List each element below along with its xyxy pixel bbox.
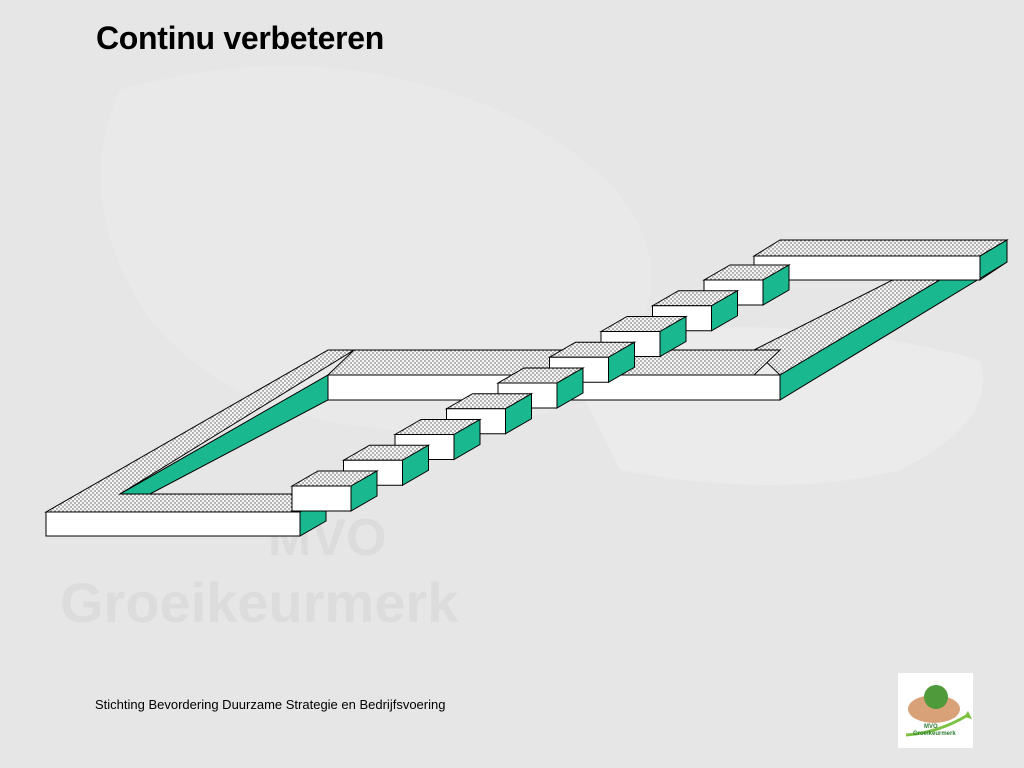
logo: MVO Groeikeurmerk — [898, 673, 973, 748]
watermark-hand-shape — [100, 66, 652, 431]
left-platform — [44, 349, 356, 537]
step-front — [291, 485, 352, 512]
logo-text-line1: MVO — [924, 724, 938, 730]
logo-globe — [924, 685, 948, 709]
step — [290, 470, 379, 512]
left-platform-green-inner — [118, 374, 329, 495]
logo-hands — [908, 695, 960, 723]
left-platform-front — [45, 511, 301, 537]
right-platform-top — [752, 239, 1009, 257]
staircase-steps — [290, 264, 791, 512]
page-title: Continu verbeteren — [96, 20, 384, 56]
logo-arrow — [905, 713, 969, 737]
footer-text: Stichting Bevordering Duurzame Strategie… — [95, 697, 446, 712]
logo-icon: MVO Groeikeurmerk — [898, 673, 973, 748]
right-platform — [752, 239, 1009, 401]
logo-text-line2: Groeikeurmerk — [913, 731, 956, 737]
watermark-text-line2: Groeikeurmerk — [60, 571, 459, 634]
